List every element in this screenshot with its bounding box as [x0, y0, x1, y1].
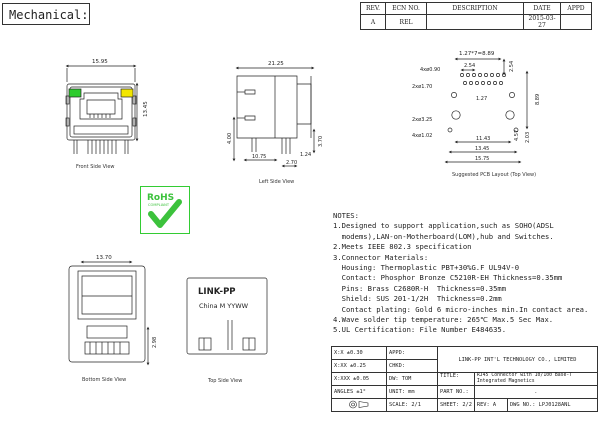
pcb-dim-half-pitch: 1.27 — [476, 96, 487, 102]
top-view-caption: Top Side View — [207, 378, 242, 384]
pcb-dim-pitch: 2.54 — [464, 63, 475, 69]
part-value: . — [473, 385, 598, 399]
notes-line: Shield: SUS 201-1/2H Thickness=0.2mm — [333, 294, 502, 304]
notes-line: 1.Designed to support application,such a… — [333, 221, 554, 231]
revision-table: REV. ECN NO. DESCRIPTION DATE APPD A REL… — [360, 2, 592, 30]
unit-field: UNIT: mm — [386, 385, 438, 399]
led-yellow — [120, 88, 134, 98]
pcb-view-caption: Suggested PCB Layout (Top View) — [452, 172, 536, 178]
rev-cell-ecn: REL — [385, 14, 427, 30]
top-brand-logo: LINK-PP — [198, 287, 236, 297]
left-dim-c: 10.75 — [252, 154, 266, 160]
pcb-dim-pitch-total: 1.27*7=8.89 — [459, 51, 495, 57]
top-marking: China M YYWW — [199, 302, 249, 310]
pcb-layout-view: 1.27*7=8.89 2.54 2.54 4xø0.90 2xø1.70 1.… — [412, 51, 541, 164]
tol-xx: X:XX ±0.25 — [331, 359, 387, 373]
pcb-dim-small-holes: 4xø0.90 — [420, 67, 440, 73]
part-label: PART NO.: — [437, 385, 475, 399]
left-dim-a: 4.00 — [227, 133, 233, 144]
chkd-field: CHKD: — [386, 359, 438, 373]
pcb-dim-depth: 8.89 — [535, 94, 541, 105]
title-text: RJ45 Connector with 10/100 Base-T Integr… — [473, 372, 598, 386]
dw-field: DW: TOM — [386, 372, 438, 386]
mechanical-title: Mechanical: — [2, 3, 90, 25]
bottom-dim-width: 13.70 — [96, 255, 112, 261]
pcb-dim-offset-b: 2.03 — [525, 132, 531, 143]
pcb-dim-mount-span: 11.43 — [476, 136, 490, 142]
tol-x: X:X ±0.30 — [331, 346, 387, 360]
top-side-view: LINK-PP China M YYWW — [186, 277, 268, 355]
pcb-dim-body-width: 15.75 — [475, 156, 489, 162]
appd-field: APPD: — [386, 346, 438, 360]
pcb-dim-shield-holes: 4xø1.02 — [412, 133, 432, 139]
checkmark-icon — [148, 199, 182, 228]
front-view-caption: Front Side View — [76, 164, 115, 170]
left-dim-b: 3.70 — [318, 136, 324, 147]
notes-block: NOTES: 1.Designed to support application… — [333, 211, 588, 336]
pcb-dim-mount-holes: 2xø3.25 — [412, 117, 432, 123]
left-side-view: 21.25 4.00 3.70 10.75 1.24 2.70 — [227, 61, 324, 168]
rohs-badge: RoHS COMPLIANT — [140, 186, 190, 234]
pcb-dim-row: 2.54 — [509, 61, 515, 72]
notes-line: 5.UL Certification: File Number E484635. — [333, 325, 507, 335]
title-block: X:X ±0.30 APPD: LINK-PP INT'L TECHNOLOGY… — [331, 346, 598, 412]
sheet-field: SHEET: 2/2 — [437, 398, 475, 412]
pcb-dim-shield-span: 13.45 — [475, 146, 489, 152]
notes-line: Housing: Thermoplastic PBT+30%G.F UL94V-… — [333, 263, 520, 273]
title-label: TITLE: — [437, 372, 475, 386]
left-dim-length: 21.25 — [268, 61, 284, 67]
pcb-holes — [447, 73, 519, 133]
rohs-sublabel: COMPLIANT — [148, 203, 170, 207]
left-dim-d: 1.24 — [300, 152, 311, 158]
pcb-dim-offset-a: 4.57 — [514, 130, 520, 141]
left-dim-e: 2.70 — [286, 160, 297, 166]
scale-field: SCALE: 2/1 — [386, 398, 438, 412]
dwg-field: DWG NO.: LPJ0128ANL — [506, 398, 598, 412]
left-view-caption: Left Side View — [259, 179, 294, 185]
company-name: LINK-PP INT'L TECHNOLOGY CO., LIMITED — [437, 346, 598, 373]
rev-field: REV: A — [473, 398, 508, 412]
notes-line: Contact plating: Gold 6 micro-inches min… — [333, 304, 589, 314]
notes-line: 4.Wave solder tip temperature: 265℃ Max.… — [333, 315, 554, 325]
front-dim-width: 15.95 — [92, 59, 108, 65]
notes-line: Pins: Brass C2680R-H Thickness=0.35mm — [333, 283, 507, 293]
bottom-dim-height: 2.98 — [152, 337, 158, 348]
bottom-side-view: 13.70 2.98 — [68, 255, 158, 366]
notes-line: 2.Meets IEEE 802.3 specification — [333, 242, 472, 252]
pcb-dim-led-holes: 2xø1.70 — [412, 84, 432, 90]
notes-line: 3.Connector Materials: — [333, 252, 429, 262]
rohs-label: RoHS — [147, 193, 174, 203]
front-dim-height: 13.45 — [143, 101, 149, 117]
led-green — [68, 88, 82, 98]
front-side-view: 15.95 13.45 — [65, 59, 149, 154]
notes-line: Contact: Phosphor Bronze C5210R-EH Thick… — [333, 273, 563, 283]
rev-cell-date: 2015-03-27 — [523, 14, 561, 30]
rev-cell-appd — [560, 14, 592, 30]
notes-line: modems),LAN-on-Motherboard(LOM),hub and … — [333, 231, 554, 241]
projection-symbol-icon — [331, 398, 387, 412]
bottom-view-caption: Bottom Side View — [82, 377, 126, 383]
tol-xxx: X:XXX ±0.05 — [331, 372, 387, 386]
angles-tol: ANGLES ±1° — [331, 385, 387, 399]
notes-title: NOTES: — [333, 211, 359, 220]
rev-header-appd: APPD — [560, 2, 592, 15]
